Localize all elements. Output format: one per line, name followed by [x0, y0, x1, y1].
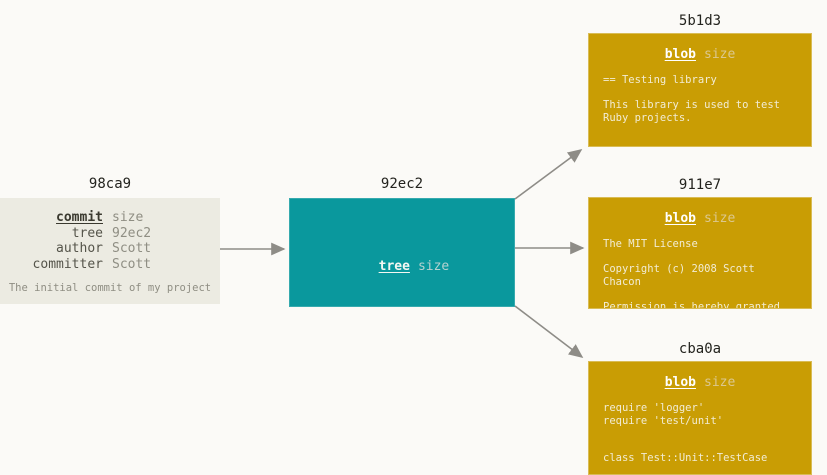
commit-size-value: size: [112, 210, 144, 225]
blob-file-content: The MIT License Copyright (c) 2008 Scott…: [603, 238, 787, 309]
committer-field-value: Scott: [112, 256, 152, 272]
blob-5b1d3-box: blob size == Testing library This library…: [588, 33, 812, 147]
author-field-label: author: [56, 241, 103, 256]
commit-message: The initial commit of my project: [8, 282, 212, 294]
blob-5b1d3-hash-label: 5b1d3: [678, 13, 722, 29]
tree-keyword: tree: [378, 259, 410, 274]
commit-row-tree: tree 92ec2: [0, 226, 220, 242]
tree-hash-label: 92ec2: [380, 176, 424, 192]
blob-size-label: size: [704, 47, 736, 62]
blob-type-label: blob: [664, 211, 696, 226]
blob-type-label: blob: [664, 47, 696, 62]
blob-size-label: size: [704, 211, 736, 226]
author-field-value: Scott: [112, 241, 152, 256]
tree-size-value: size: [417, 259, 450, 274]
blob-911e7-box: blob size The MIT License Copyright (c) 2…: [588, 197, 812, 309]
blob-size-label: size: [704, 375, 736, 390]
arrow-tree-to-blob-cba0a: [514, 305, 584, 358]
arrow-tree-to-blob-5b1d3: [514, 149, 583, 200]
tree-field-label: tree: [71, 225, 103, 241]
blob-header: blob size: [589, 362, 811, 390]
commit-keyword: commit: [56, 210, 103, 225]
blob-file-content: require 'logger' require 'test/unit' cla…: [603, 402, 768, 464]
committer-field-label: committer: [32, 256, 103, 272]
commit-row-committer: committer Scott: [0, 257, 220, 273]
tree-field-value: 92ec2: [112, 225, 152, 241]
blob-header: blob size: [589, 198, 811, 226]
tree-row-type: tree size: [316, 243, 514, 291]
blob-header: blob size: [589, 34, 811, 62]
blob-file-content: == Testing library This library is used …: [603, 74, 781, 124]
commit-row-author: author Scott: [0, 241, 220, 257]
commit-object-box: commit size tree 92ec2 author Scott comm…: [0, 198, 220, 304]
commit-row-type: commit size: [0, 210, 220, 226]
blob-911e7-hash-label: 911e7: [678, 177, 722, 193]
blob-type-label: blob: [664, 375, 696, 390]
commit-fields: commit size tree 92ec2 author Scott comm…: [0, 198, 220, 272]
blob-cba0a-hash-label: cba0a: [678, 341, 722, 357]
commit-hash-label: 98ca9: [88, 176, 132, 192]
blob-cba0a-box: blob size require 'logger' require 'test/…: [588, 361, 812, 475]
